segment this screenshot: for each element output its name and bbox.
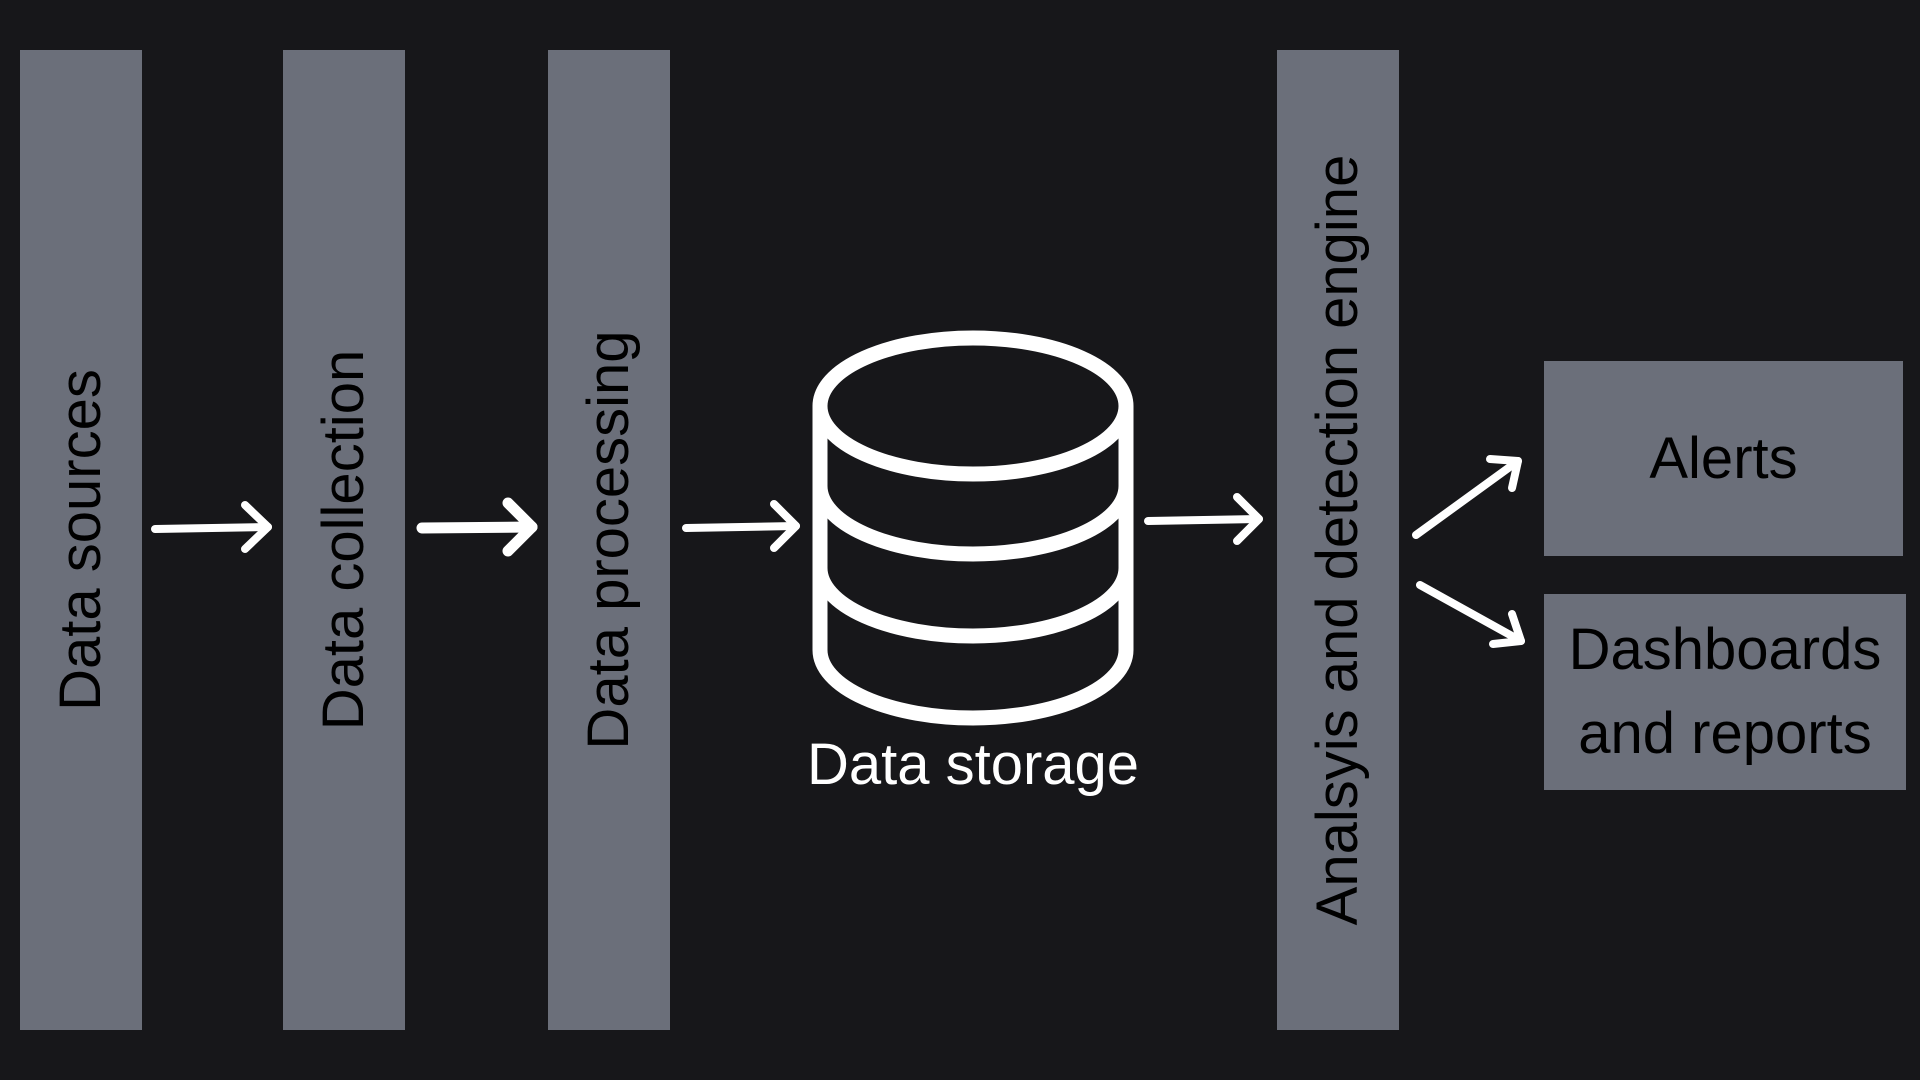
output-label: Alerts <box>1649 425 1798 491</box>
stage-label: Analsyis and detection engine <box>1305 154 1370 926</box>
output-dashboards: Dashboards and reports <box>1544 594 1906 790</box>
database-icon <box>812 330 1134 726</box>
arrow-engine-to-dashboards <box>1416 581 1525 648</box>
arrow-sources-to-collection <box>151 501 272 553</box>
stage-data-sources: Data sources <box>20 50 142 1030</box>
arrow-engine-to-alerts <box>1412 455 1522 539</box>
output-alerts: Alerts <box>1544 361 1903 556</box>
database-body <box>812 406 1134 726</box>
stage-data-processing: Data processing <box>548 50 670 1030</box>
stage-label: Data collection <box>311 349 376 731</box>
arrow-processing-to-storage <box>682 500 800 552</box>
database-top-ellipse <box>812 330 1134 482</box>
stage-label: Data processing <box>576 330 641 750</box>
database-band-2 <box>812 567 1134 644</box>
stage-data-collection: Data collection <box>283 50 405 1030</box>
stage-label: Data sources <box>48 369 113 711</box>
arrow-storage-to-engine <box>1144 493 1263 545</box>
database-band-1 <box>812 485 1134 562</box>
output-label: Dashboards and reports <box>1568 617 1882 766</box>
data-storage-label: Data storage <box>806 732 1140 797</box>
stage-analysis-engine: Analsyis and detection engine <box>1277 50 1399 1030</box>
arrow-collection-to-processing <box>416 497 538 557</box>
